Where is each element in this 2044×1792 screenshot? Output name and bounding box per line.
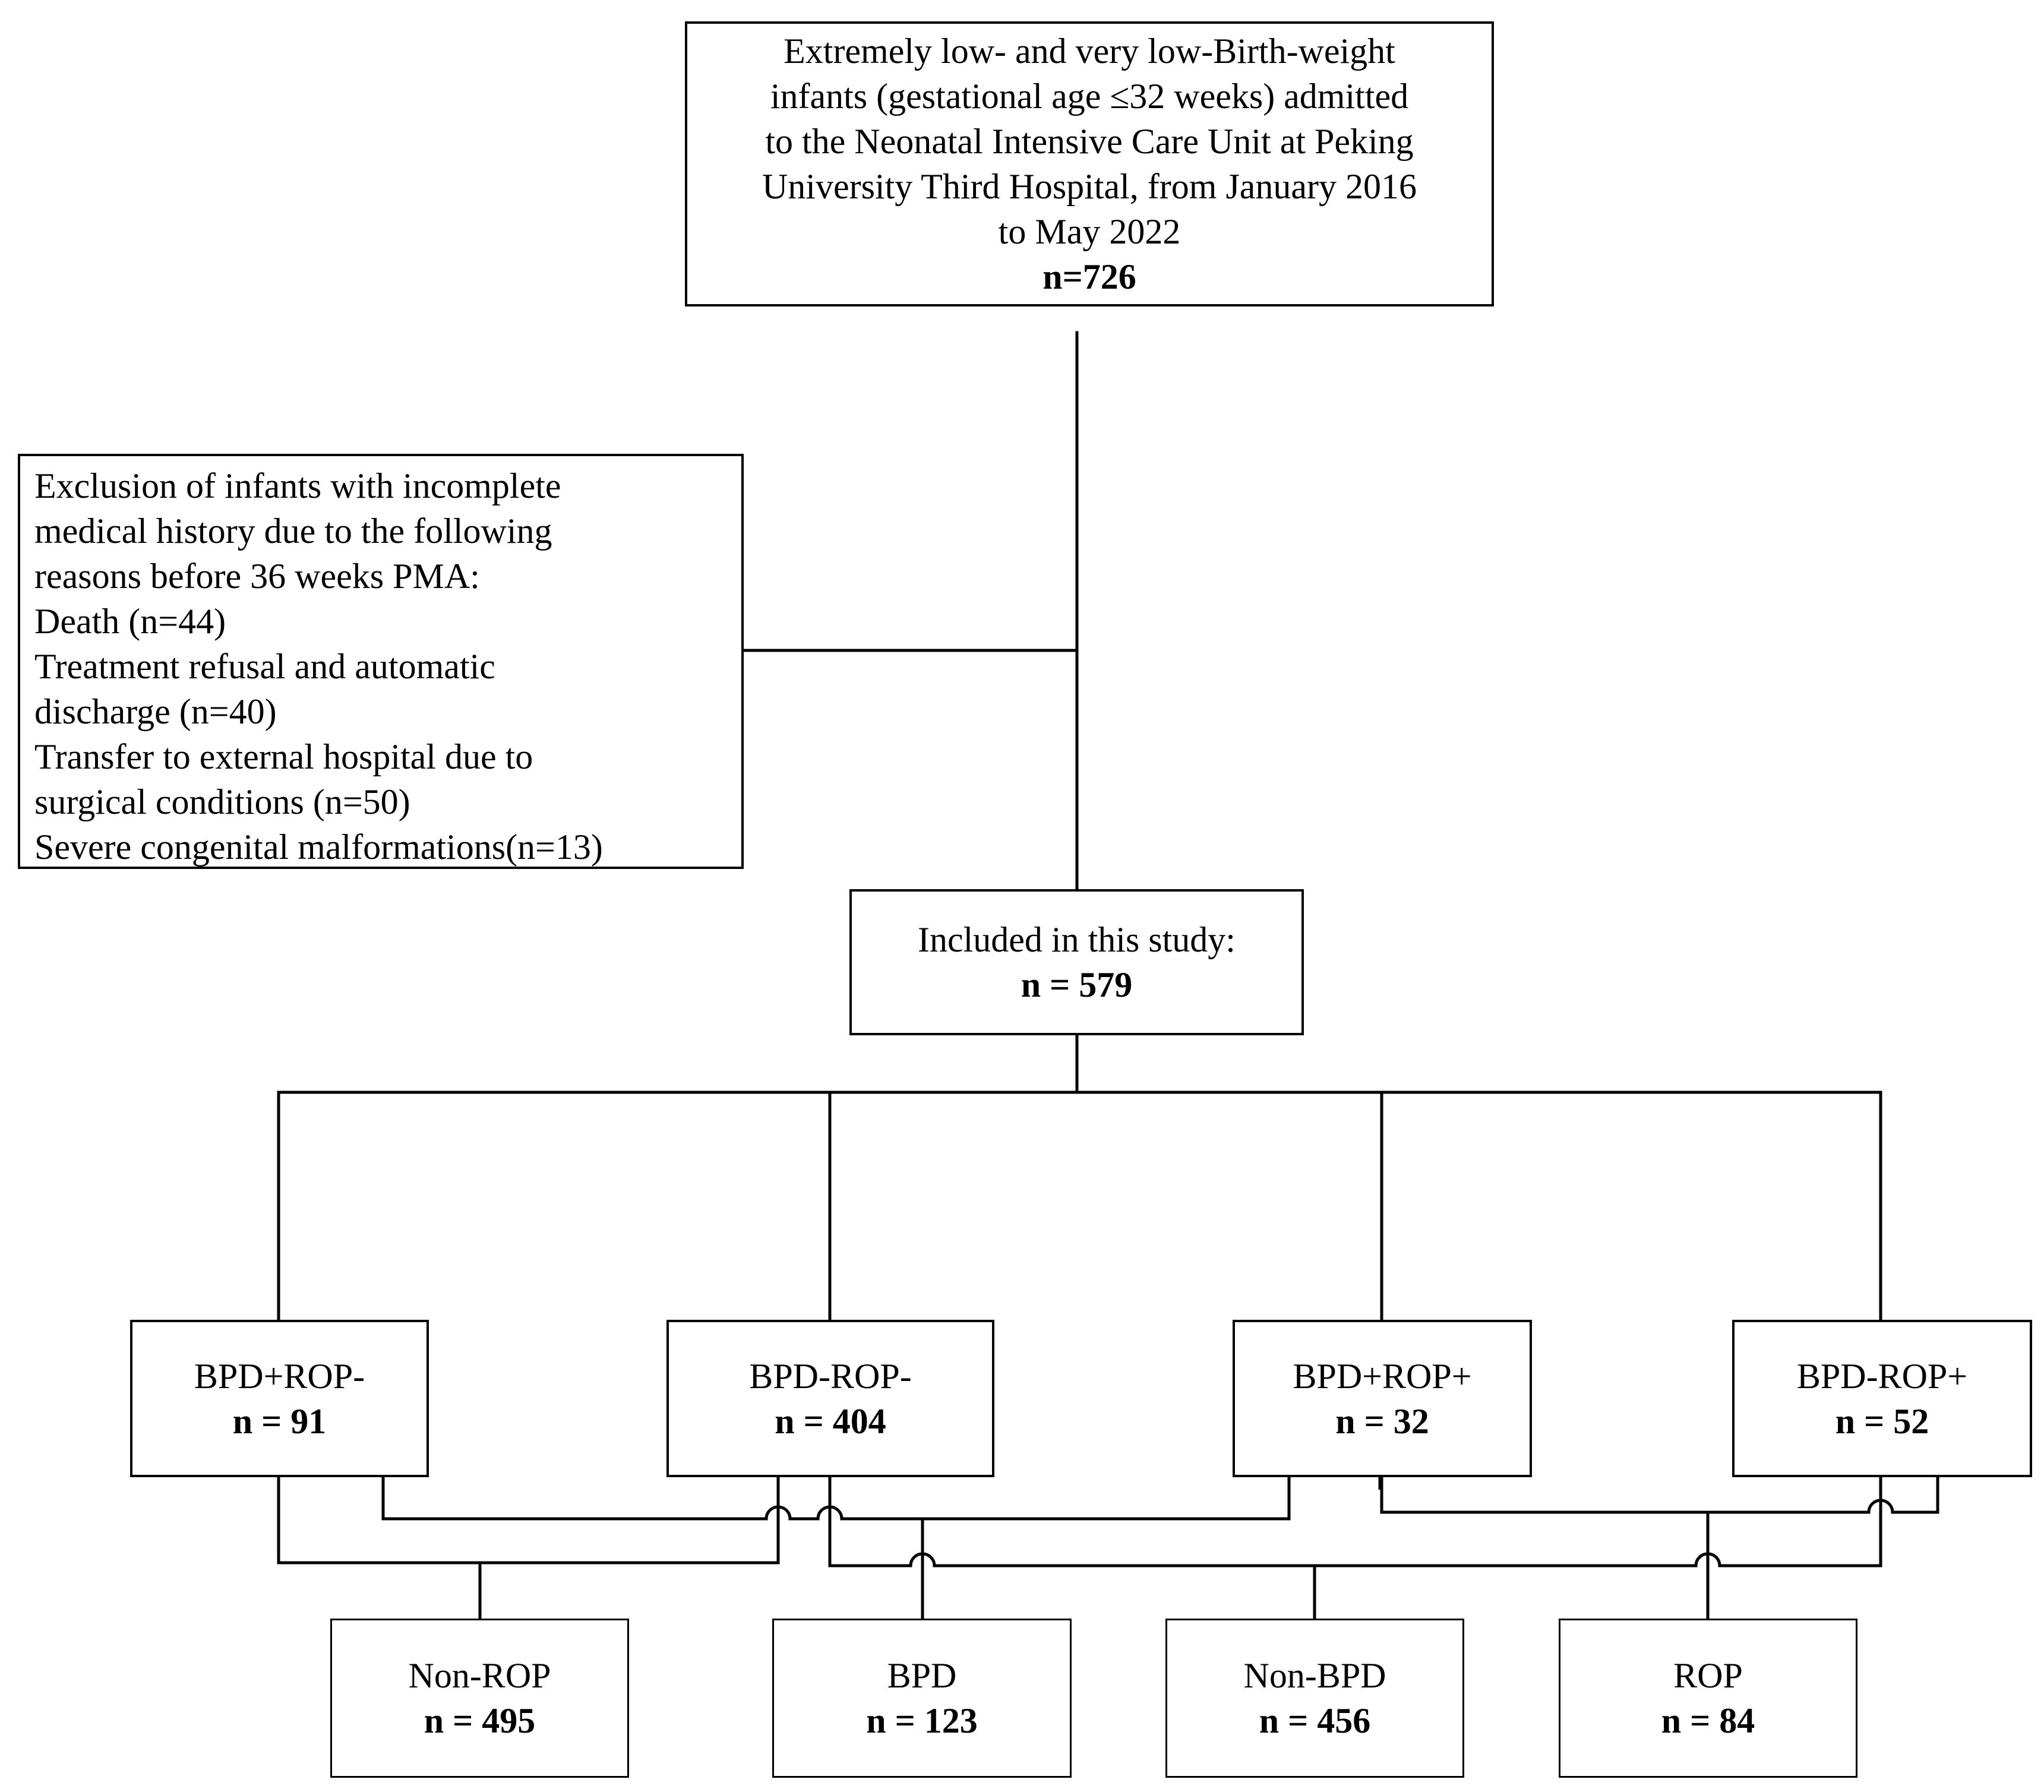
included-label: Included in this study: <box>918 920 1236 959</box>
exclusion-line-2: medical history due to the following <box>34 511 552 551</box>
exclusion-line-5: Treatment refusal and automatic <box>34 647 495 686</box>
subgroup-label: BPD-ROP- <box>749 1356 912 1396</box>
outcome-label: Non-ROP <box>408 1656 551 1695</box>
outcome-label: BPD <box>887 1656 957 1695</box>
subgroup-count: n = 404 <box>775 1401 886 1441</box>
admitted-count: n=726 <box>1042 257 1136 296</box>
admitted-line-5: to May 2022 <box>998 212 1181 251</box>
included-count: n = 579 <box>1021 965 1133 1004</box>
outcome-count: n = 123 <box>866 1701 978 1740</box>
exclusion-line-9: Severe congenital malformations(n=13) <box>34 827 603 867</box>
admitted-line-1: Extremely low- and very low-Birth-weight <box>784 31 1395 71</box>
exclusion-line-7: Transfer to external hospital due to <box>34 737 533 776</box>
rop-merge-line <box>1380 1475 1939 1514</box>
admitted-box: Extremely low- and very low-Birth-weight… <box>685 21 1494 306</box>
non-rop-merge-line <box>277 1475 780 1565</box>
bpd-merge-line <box>381 1475 1291 1521</box>
admitted-line-4: University Third Hospital, from January … <box>762 167 1417 206</box>
subgroup-count: n = 52 <box>1835 1401 1929 1441</box>
outcome-box-bpd: BPD n = 123 <box>772 1619 1072 1778</box>
outcome-count: n = 456 <box>1259 1701 1371 1740</box>
outcome-count: n = 495 <box>424 1701 536 1740</box>
outcome-box-rop: ROP n = 84 <box>1559 1619 1857 1778</box>
exclusion-line-6: discharge (n=40) <box>34 692 277 731</box>
subgroup-count: n = 32 <box>1335 1401 1429 1441</box>
subgroup-label: BPD+ROP+ <box>1293 1356 1472 1396</box>
outcome-box-non-rop: Non-ROP n = 495 <box>330 1619 629 1778</box>
exclusion-line-3: reasons before 36 weeks PMA: <box>34 557 480 596</box>
subgroup-count: n = 91 <box>232 1401 327 1441</box>
admitted-line-3: to the Neonatal Intensive Care Unit at P… <box>765 122 1414 161</box>
non-bpd-merge-line <box>828 1475 1882 1567</box>
subgroup-box-bpd-pos-rop-neg: BPD+ROP- n = 91 <box>130 1320 429 1477</box>
outcome-box-non-bpd: Non-BPD n = 456 <box>1165 1619 1464 1778</box>
outcome-count: n = 84 <box>1661 1701 1755 1740</box>
subgroup-label: BPD-ROP+ <box>1796 1356 1968 1396</box>
subgroup-label: BPD+ROP- <box>194 1356 365 1396</box>
exclusion-line-8: surgical conditions (n=50) <box>34 782 410 821</box>
outcome-label: ROP <box>1673 1656 1743 1695</box>
exclusion-box: Exclusion of infants with incomplete med… <box>18 454 744 869</box>
admitted-line-2: infants (gestational age ≤32 weeks) admi… <box>770 77 1409 116</box>
exclusion-line-1: Exclusion of infants with incomplete <box>34 466 561 505</box>
outcome-label: Non-BPD <box>1243 1656 1386 1695</box>
exclusion-line-4: Death (n=44) <box>34 602 226 641</box>
subgroup-box-bpd-neg-rop-pos: BPD-ROP+ n = 52 <box>1732 1320 2032 1477</box>
subgroup-box-bpd-neg-rop-neg: BPD-ROP- n = 404 <box>666 1320 994 1477</box>
included-box: Included in this study: n = 579 <box>849 889 1304 1035</box>
subgroup-box-bpd-pos-rop-pos: BPD+ROP+ n = 32 <box>1233 1320 1532 1477</box>
